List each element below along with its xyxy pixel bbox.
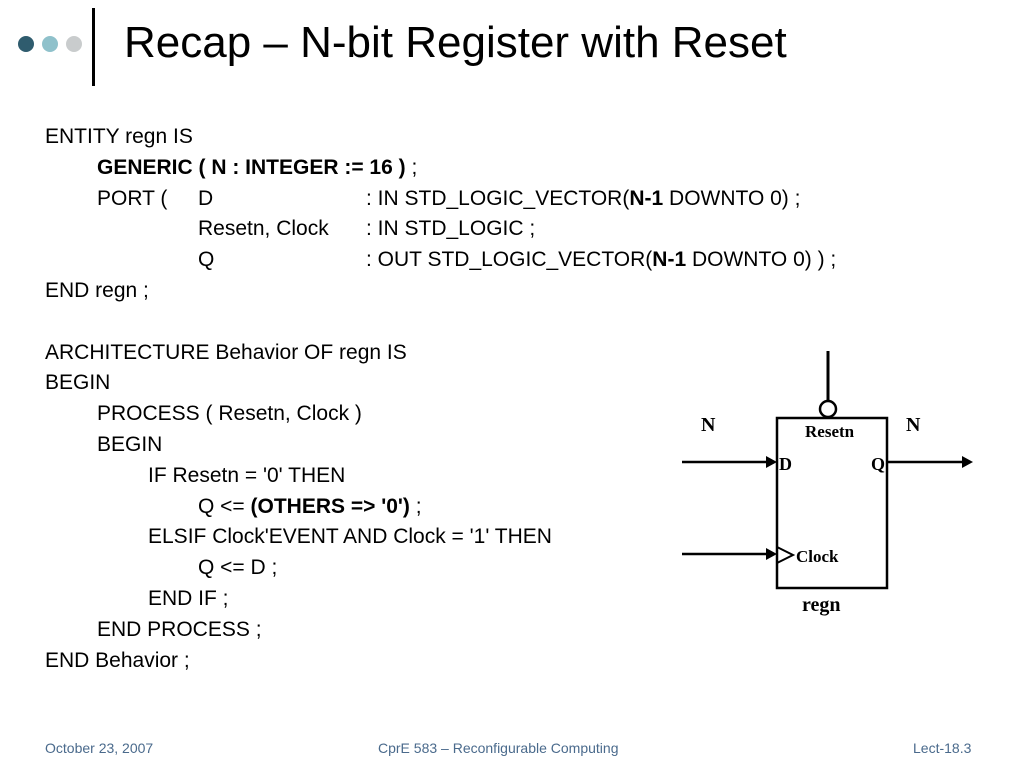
code-text: END regn ; [45, 278, 149, 302]
reset-bubble [818, 399, 838, 419]
clock-input-arrow [766, 548, 777, 560]
code-text: END Behavior ; [45, 648, 190, 672]
code-text: DOWNTO 0) ; [663, 186, 801, 210]
code-text: : IN STD_LOGIC ; [366, 217, 536, 241]
code-text: DOWNTO 0) ) ; [686, 248, 837, 272]
label-regn: regn [802, 594, 841, 616]
code-text: ELSIF Clock'EVENT AND Clock = '1' THEN [148, 525, 552, 549]
code-text: ARCHITECTURE Behavior OF regn IS [45, 340, 407, 364]
code-text: GENERIC ( N : INTEGER := 16 ) [97, 155, 406, 179]
code-text: END PROCESS ; [97, 617, 262, 641]
q-output-arrow [962, 456, 973, 468]
code-text: PORT ( [97, 186, 168, 210]
code-text: ; [409, 494, 422, 518]
label-resetn: Resetn [805, 422, 855, 441]
code-text: Resetn, Clock [198, 217, 329, 241]
code-text: D [198, 186, 214, 210]
code-text: Q [198, 248, 215, 272]
code-text: N-1 [629, 186, 664, 210]
footer-course: CprE 583 – Reconfigurable Computing [378, 740, 619, 756]
label-n-right: N [906, 414, 921, 436]
label-q: Q [871, 454, 885, 474]
register-box [775, 416, 889, 590]
code-text: PROCESS ( Resetn, Clock ) [97, 402, 362, 426]
label-n-left: N [701, 414, 716, 436]
code-text: IF Resetn = '0' THEN [148, 463, 346, 487]
code-text: BEGIN [97, 432, 163, 456]
code-text: BEGIN [45, 371, 111, 395]
dot-light-blue [42, 36, 58, 52]
register-diagram: N N Resetn D Q Clock regn [676, 345, 986, 625]
code-text: (OTHERS => '0') [250, 494, 410, 518]
d-input-arrow [766, 456, 777, 468]
code-text: ENTITY regn IS [45, 125, 193, 148]
dot-gray [66, 36, 82, 52]
title-divider [92, 8, 95, 86]
code-text: Q <= [198, 494, 251, 518]
code-text: Q <= D ; [198, 556, 278, 580]
code-text: ; [405, 155, 418, 179]
footer-page-number: Lect-18.3 [913, 740, 972, 756]
code-text: END IF ; [148, 586, 229, 610]
code-text: : OUT STD_LOGIC_VECTOR( [366, 248, 653, 272]
slide-title: Recap – N-bit Register with Reset [124, 18, 787, 67]
label-d: D [779, 454, 792, 474]
title-bullet-dots [18, 36, 90, 52]
dot-dark [18, 36, 34, 52]
code-text: N-1 [652, 248, 687, 272]
clock-edge-symbol [776, 546, 796, 564]
code-text: : IN STD_LOGIC_VECTOR( [366, 186, 630, 210]
label-clock: Clock [796, 547, 839, 566]
footer-date: October 23, 2007 [45, 740, 154, 756]
